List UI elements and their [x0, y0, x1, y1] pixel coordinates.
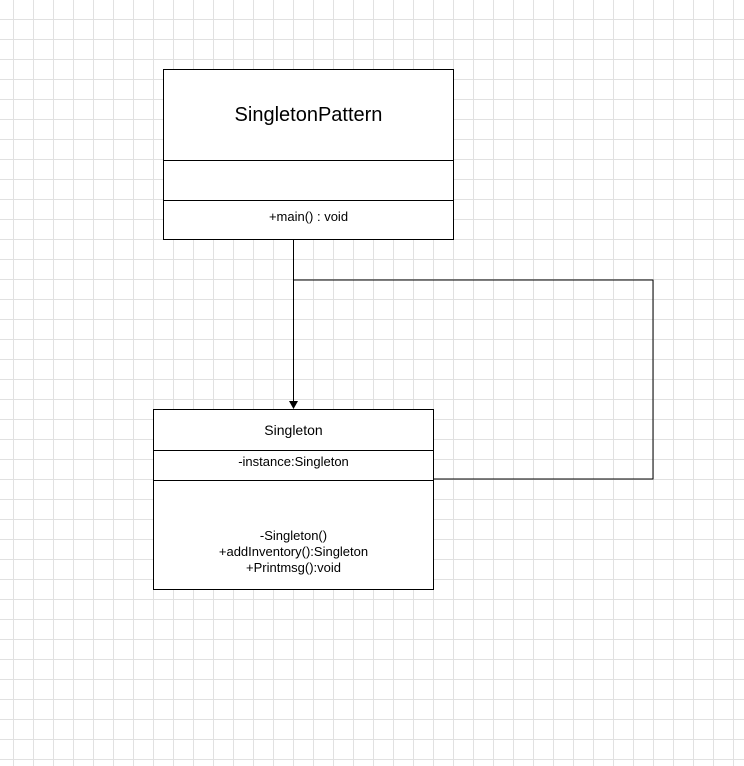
- class-name-section: Singleton: [154, 410, 433, 450]
- methods-section: -Singleton() +addInventory():Singleton +…: [154, 480, 433, 590]
- method-main: +main() : void: [268, 209, 349, 224]
- methods-section: +main() : void: [164, 200, 453, 240]
- attributes-section: [164, 160, 453, 200]
- arrowhead-icon: [289, 401, 298, 409]
- singleton-pattern-class-box[interactable]: SingletonPattern +main() : void: [163, 69, 454, 240]
- singleton-class-box[interactable]: Singleton -instance:Singleton -Singleton…: [153, 409, 434, 590]
- self-reference-connector[interactable]: [293, 279, 654, 480]
- class-name-section: SingletonPattern: [164, 70, 453, 160]
- attribute-instance: -instance:Singleton: [238, 454, 349, 469]
- class-name: SingletonPattern: [234, 103, 383, 126]
- method-constructor: -Singleton(): [259, 527, 328, 543]
- method-printmsg: +Printmsg():void: [246, 559, 341, 575]
- method-add-inventory: +addInventory():Singleton: [218, 543, 369, 559]
- attributes-section: -instance:Singleton: [154, 450, 433, 480]
- class-name: Singleton: [264, 422, 323, 438]
